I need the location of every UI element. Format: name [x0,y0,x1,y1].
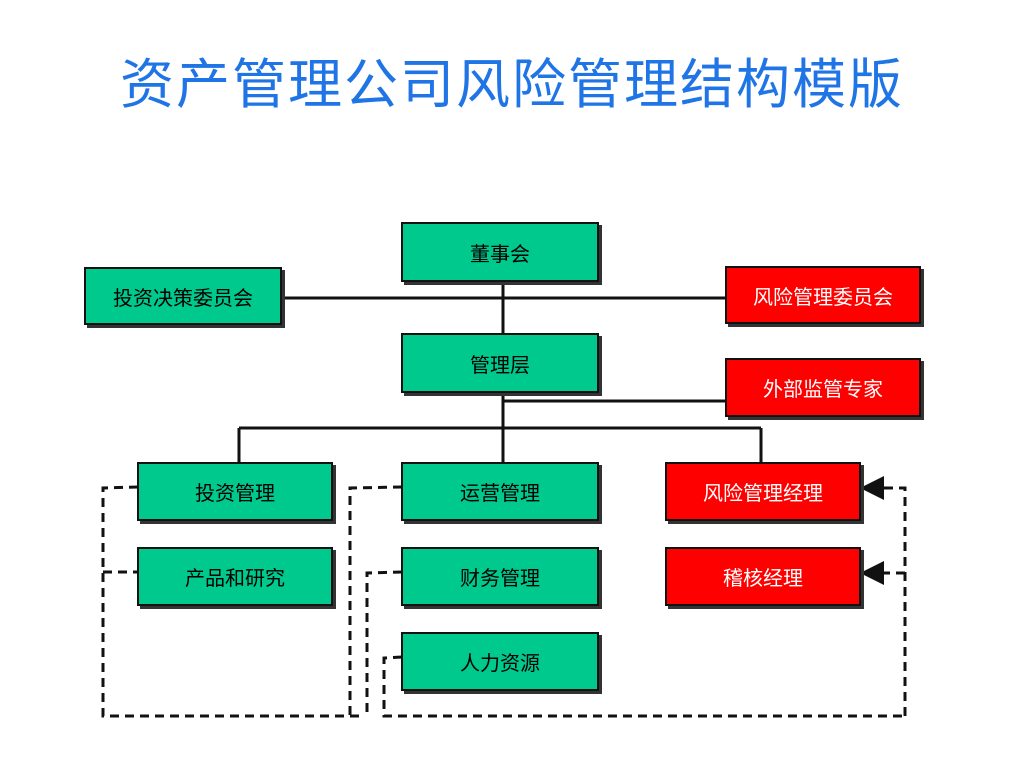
risk-manager-box: 风险管理经理 [665,462,861,521]
risk-committee-box: 风险管理委员会 [725,266,921,324]
management-box: 管理层 [401,333,599,393]
page-title: 资产管理公司风险管理结构模版 [120,53,904,116]
dashed-bottom-line [382,655,905,718]
external-expert-box: 外部监管专家 [725,358,921,417]
hr-box: 人力资源 [401,632,599,691]
dashed-left-bracket [101,485,365,718]
dashed-arrow-risk-manager [860,476,907,716]
board-box: 董事会 [401,222,599,282]
product-research-box: 产品和研究 [137,547,333,606]
audit-manager-box: 稽核经理 [665,547,861,606]
invest-mgmt-box: 投资管理 [137,462,333,521]
dashed-middle-bracket-a [348,485,403,716]
invest-committee-box: 投资决策委员会 [84,267,282,325]
dashed-middle-bracket-b [365,570,403,716]
operations-box: 运营管理 [401,462,599,521]
finance-box: 财务管理 [401,547,599,606]
